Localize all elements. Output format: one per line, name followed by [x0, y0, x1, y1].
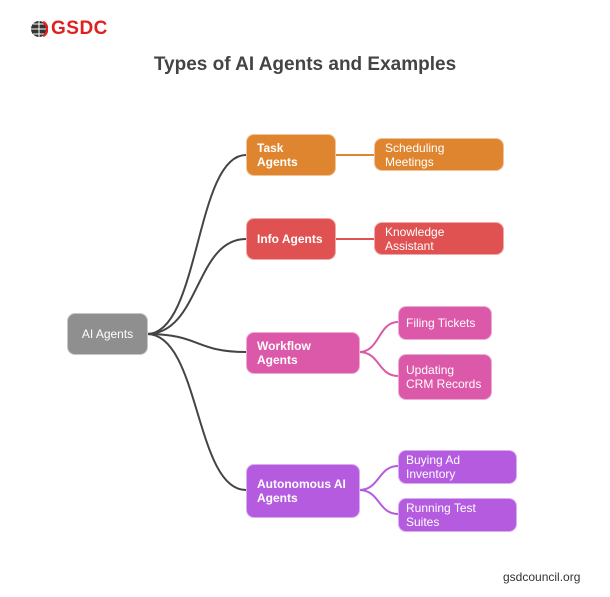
leaf-label: Knowledge Assistant — [385, 224, 445, 253]
leaf-label: Scheduling Meetings — [385, 140, 445, 169]
leaf-filing-tickets[interactable]: Filing Tickets — [398, 306, 492, 340]
branch-label: Workflow Agents — [257, 339, 311, 367]
branch-info-agents[interactable]: Info Agents — [246, 218, 336, 260]
branch-label: Task Agents — [257, 141, 298, 169]
link-root-info — [146, 238, 247, 335]
page-title: Types of AI Agents and Examples — [153, 54, 457, 75]
leaf-scheduling-meetings[interactable]: Scheduling Meetings — [374, 138, 504, 171]
link-root-task — [146, 154, 247, 335]
leaf-label: Buying Ad Inventory — [406, 453, 461, 481]
logo: GSDC — [30, 18, 108, 40]
root-label: AI Agents — [81, 327, 134, 341]
link-auto-child1 — [358, 465, 399, 491]
root-node[interactable]: AI Agents — [67, 313, 148, 355]
footer-url: gsdcouncil.org — [503, 570, 581, 584]
link-root-workflow — [146, 333, 247, 353]
branch-autonomous-ai-agents[interactable]: Autonomous AI Agents — [246, 464, 360, 518]
leaf-label: Updating CRM Records — [406, 363, 482, 391]
leaf-updating-crm-records[interactable]: Updating CRM Records — [398, 354, 492, 400]
link-workflow-child1 — [358, 321, 399, 353]
leaf-label: Filing Tickets — [406, 316, 476, 330]
branch-label: Info Agents — [257, 232, 323, 246]
link-auto-child2 — [358, 489, 399, 515]
logo-text: GSDC — [51, 18, 108, 39]
branch-task-agents[interactable]: Task Agents — [246, 134, 336, 176]
branch-workflow-agents[interactable]: Workflow Agents — [246, 332, 360, 374]
leaf-running-test-suites[interactable]: Running Test Suites — [398, 498, 517, 532]
link-root-autonomous — [146, 333, 247, 491]
leaf-buying-ad-inventory[interactable]: Buying Ad Inventory — [398, 450, 517, 484]
leaf-knowledge-assistant[interactable]: Knowledge Assistant — [374, 222, 504, 255]
link-workflow-child2 — [358, 351, 399, 377]
globe-icon — [31, 20, 48, 38]
branch-label: Autonomous AI Agents — [257, 477, 346, 505]
leaf-label: Running Test Suites — [406, 501, 476, 529]
